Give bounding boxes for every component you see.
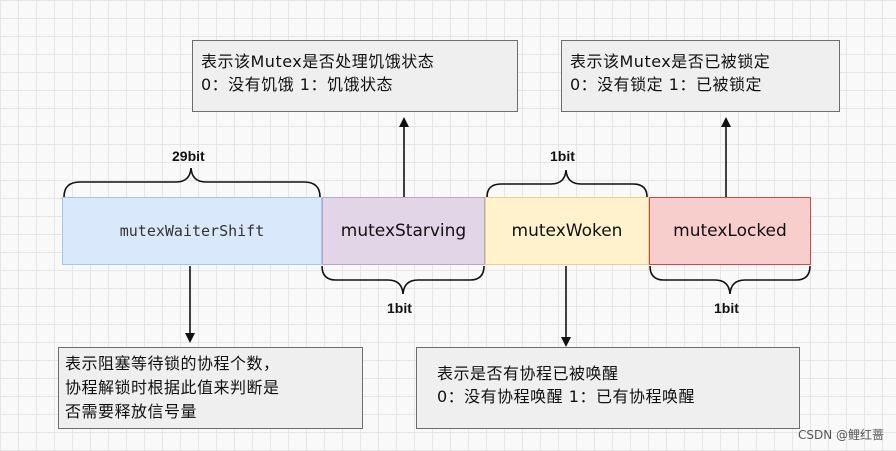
segment-label-starving: mutexStarving: [340, 221, 467, 241]
brace-starving: [321, 265, 485, 295]
brace-locked: [649, 265, 811, 295]
callout-waiter-line3: 否需要释放信号量: [65, 402, 198, 421]
brace-waiter-shift: [63, 167, 321, 198]
segment-mutex-starving: mutexStarving: [322, 197, 485, 265]
callout-waiter-line2: 协程解锁时根据此值来判断是: [65, 378, 280, 397]
callout-waiter-line1: 表示阻塞等待锁的协程个数，: [65, 354, 280, 373]
segment-mutex-woken: mutexWoken: [485, 197, 649, 265]
segment-mutex-waiter-shift: mutexWaiterShift: [62, 197, 322, 265]
callout-starving: 表示该Mutex是否处理饥饿状态 0：没有饥饿 1：饥饿状态: [192, 40, 518, 112]
callout-locked-line2: 0：没有锁定 1：已被锁定: [570, 75, 762, 94]
callout-waiter: 表示阻塞等待锁的协程个数， 协程解锁时根据此值来判断是 否需要释放信号量: [58, 347, 363, 429]
brace-woken: [486, 169, 648, 198]
bit-label-locked: 1bit: [714, 300, 739, 316]
segment-label-woken: mutexWoken: [511, 221, 623, 241]
bit-label-starving: 1bit: [387, 300, 412, 316]
bit-label-woken: 1bit: [550, 148, 575, 164]
callout-starving-line1: 表示该Mutex是否处理饥饿状态: [201, 52, 435, 71]
segment-label-locked: mutexLocked: [673, 221, 787, 241]
callout-woken: 表示是否有协程已被唤醒 0：没有协程唤醒 1：已有协程唤醒: [416, 347, 800, 429]
bit-label-waiter-shift: 29bit: [172, 148, 205, 164]
callout-woken-line2: 0：没有协程唤醒 1：已有协程唤醒: [437, 387, 695, 406]
segment-label-waiter-shift: mutexWaiterShift: [119, 222, 265, 240]
callout-locked: 表示该Mutex是否已被锁定 0：没有锁定 1：已被锁定: [561, 40, 840, 112]
segment-mutex-locked: mutexLocked: [649, 197, 811, 265]
watermark: CSDN @鲤红蔷: [797, 428, 884, 442]
callout-locked-line1: 表示该Mutex是否已被锁定: [570, 52, 771, 71]
callout-woken-line1: 表示是否有协程已被唤醒: [437, 364, 619, 383]
callout-starving-line2: 0：没有饥饿 1：饥饿状态: [201, 75, 393, 94]
